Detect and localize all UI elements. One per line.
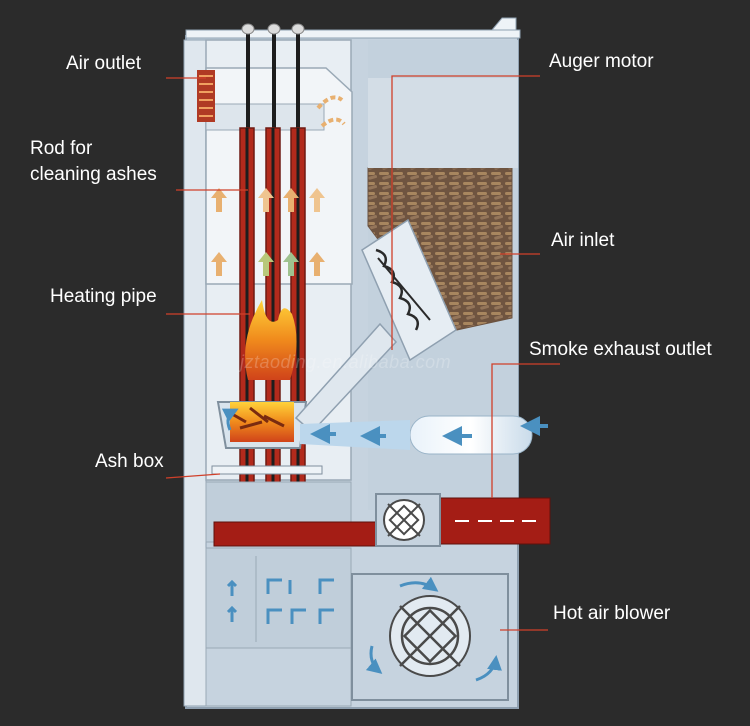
- label-rod-line1: Rod for: [30, 138, 93, 159]
- cleaning-rods: [241, 23, 305, 130]
- label-smoke-exhaust-outlet: Smoke exhaust outlet: [529, 339, 712, 360]
- air-outlet-grille: [197, 70, 215, 122]
- hot-air-arrows: [211, 188, 325, 276]
- label-ash-box: Ash box: [95, 451, 164, 472]
- pellet-hopper: [367, 78, 518, 333]
- lower-air-chamber: [205, 547, 352, 707]
- leader-lines: [165, 75, 560, 631]
- label-rod-line2: cleaning ashes: [30, 164, 157, 185]
- hot-air-blower: [351, 573, 509, 701]
- label-auger-motor: Auger motor: [549, 51, 654, 72]
- label-heating-pipe: Heating pipe: [50, 286, 157, 307]
- label-air-outlet: Air outlet: [66, 53, 141, 74]
- air-inlet-pipe: [221, 408, 548, 455]
- watermark: jztaoding.en.alibaba.com: [240, 352, 452, 372]
- flue-duct: [213, 497, 551, 547]
- label-air-inlet: Air inlet: [551, 230, 615, 251]
- label-hot-air-blower: Hot air blower: [553, 603, 671, 624]
- auger-tube: [294, 218, 457, 434]
- exhaust-fan: [375, 493, 441, 547]
- burner-pot: [216, 300, 308, 449]
